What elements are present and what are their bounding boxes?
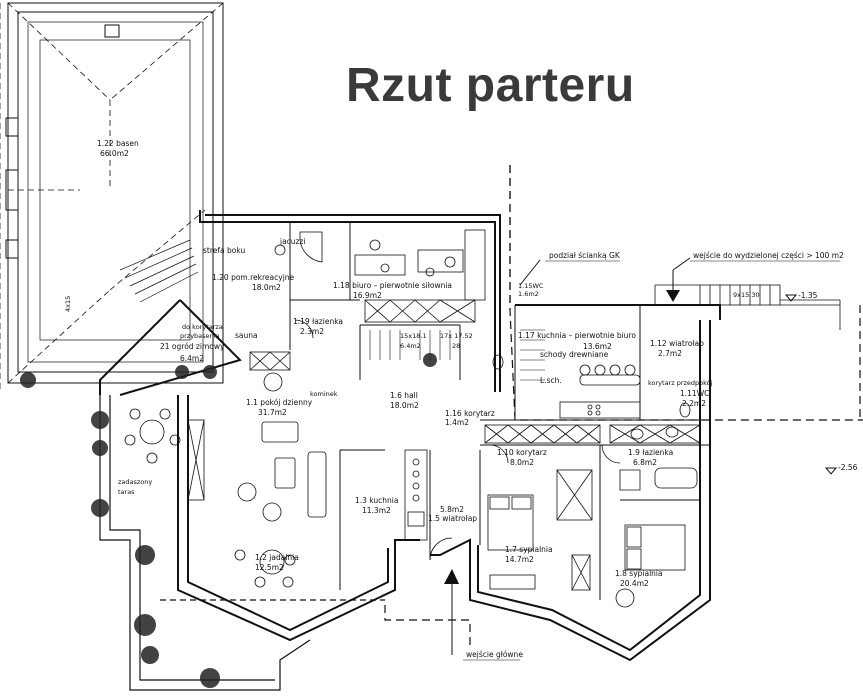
pool-stairs: [119, 239, 199, 303]
annotation-wejscie-wydz: wejście do wydzielonej części > 100 m2: [693, 251, 844, 260]
room-korytarz-110-name: 1.10 korytarz: [497, 448, 547, 457]
pool-outer-wall: [7, 2, 224, 384]
room-lazienka-19-name: 1.9 łazienka: [628, 448, 673, 457]
main-wall-bottom: [430, 320, 711, 662]
room-ogrod-zimowy-area: 6.4m2: [180, 354, 204, 363]
terrace: [99, 395, 385, 691]
label-taras-1: zadaszony: [118, 478, 152, 486]
annotation-level-2: -2.56: [838, 463, 858, 472]
room-kuchnia-117-area: 13.6m2: [583, 342, 612, 351]
room-kuchnia-117-name: 1.17 kuchnia – pierwotnie biuro: [518, 331, 636, 340]
annotation-level-1: -1.35: [798, 291, 818, 300]
room-lazienka-119-area: 2.3m2: [300, 327, 324, 336]
room-kuchnia-13-name: 1.3 kuchnia: [355, 496, 399, 505]
room-hall-area: 18.0m2: [390, 401, 419, 410]
room-sypialnia-18-area: 20.4m2: [620, 579, 649, 588]
label-schody-left-2: 6.4m2: [400, 342, 421, 350]
label-schody-right-1: 17x 17.52: [440, 332, 473, 340]
pool-inner-wall: [17, 11, 214, 373]
label-schody-drewniane: schody drewniane: [540, 350, 609, 359]
room-wiatrolap-112-area: 2.7m2: [658, 349, 682, 358]
side-entrance-arrow: [666, 290, 680, 302]
room-hall-name: 1.6 hall: [390, 391, 418, 400]
main-wall-top: [199, 210, 496, 392]
furniture: [124, 229, 701, 608]
room-korytarz-116-name: 1.16 korytarz: [445, 409, 495, 418]
room-pokoj-dzienny-area: 31.7m2: [258, 408, 287, 417]
main-entrance-arrow: [444, 569, 459, 584]
room-pokoj-dzienny-name: 1.1 pokój dzienny: [246, 398, 313, 407]
room-korytarz-116-area: 1.4m2: [445, 418, 469, 427]
room-wiatrolap-15-name: 1.5 wiatrołap: [428, 514, 477, 523]
label-strefa-boku: strefa boku: [203, 246, 245, 255]
room-biuro-name: 1.18 biuro – pierwotnie siłownia: [333, 281, 452, 290]
annotation-wejscie-glowne: wejście główne: [466, 650, 523, 659]
room-kuchnia-13-area: 11.3m2: [362, 506, 391, 515]
room-wiatrolap-15-area: 5.8m2: [440, 505, 464, 514]
label-schody-left-1: 15x18.1: [400, 332, 427, 340]
label-korytarz-przybasen-1: do korytarza: [182, 323, 223, 331]
pool-basin: [27, 21, 204, 363]
label-taras-2: taras: [118, 488, 135, 496]
room-jadalnia-area: 12.5m2: [255, 563, 284, 572]
label-kominek: kominek: [310, 390, 338, 398]
room-wc-111-area: 2.2m2: [682, 399, 706, 408]
room-basen-name: 1.22 basen: [97, 139, 139, 148]
label-przedpokoj: korytarz przedpokój: [648, 379, 713, 387]
label-l-sch: L.sch.: [540, 376, 562, 385]
room-wc-115-name: 1.15WC: [518, 282, 544, 290]
doors: [294, 319, 621, 561]
room-pom-rekreacyjne-area: 18.0m2: [252, 283, 281, 292]
room-pom-rekreacyjne-name: 1.20 pom.rekreacyjne: [212, 273, 295, 282]
room-lazienka-119-name: 1.19 łazienka: [293, 317, 343, 326]
room-jadalnia-name: 1.2 jadalnia: [255, 553, 299, 562]
room-biuro-area: 16.9m2: [353, 291, 382, 300]
main-wall-left: [177, 395, 420, 642]
zone-boundary: [384, 165, 863, 650]
label-korytarz-przybasen-2: przybasenia: [180, 332, 219, 340]
room-sypialnia-17-name: 1.7 sypialnia: [505, 545, 553, 554]
page-title: Rzut parteru: [346, 59, 635, 112]
annotation-dim-side: 4x15: [64, 296, 72, 312]
pool-roof-lines: [0, 2, 224, 390]
room-lazienka-19-area: 6.8m2: [633, 458, 657, 467]
annotation-podzial: podział ścianką GK: [549, 251, 621, 260]
room-sypialnia-18-name: 1.8 sypialnia: [615, 569, 663, 578]
label-jacuzzi: jacuzzi: [279, 237, 306, 246]
room-korytarz-110-area: 8.0m2: [510, 458, 534, 467]
annotation-stairs-dim: 9x15.30: [733, 291, 760, 299]
label-sauna: sauna: [235, 331, 258, 340]
label-schody-right-2: 28: [452, 342, 460, 350]
plants: [20, 353, 437, 688]
room-wc-115-area: 1.6m2: [518, 290, 539, 298]
room-sypialnia-17-area: 14.7m2: [505, 555, 534, 564]
room-wc-111-name: 1.11WC: [680, 389, 709, 398]
room-ogrod-zimowy-name: 21 ogród zimowy: [160, 342, 225, 351]
entrance-arrows: [444, 257, 691, 655]
room-basen-area: 66.0m2: [100, 149, 129, 158]
room-wiatrolap-112-name: 1.12 wiatrołap: [650, 339, 704, 348]
